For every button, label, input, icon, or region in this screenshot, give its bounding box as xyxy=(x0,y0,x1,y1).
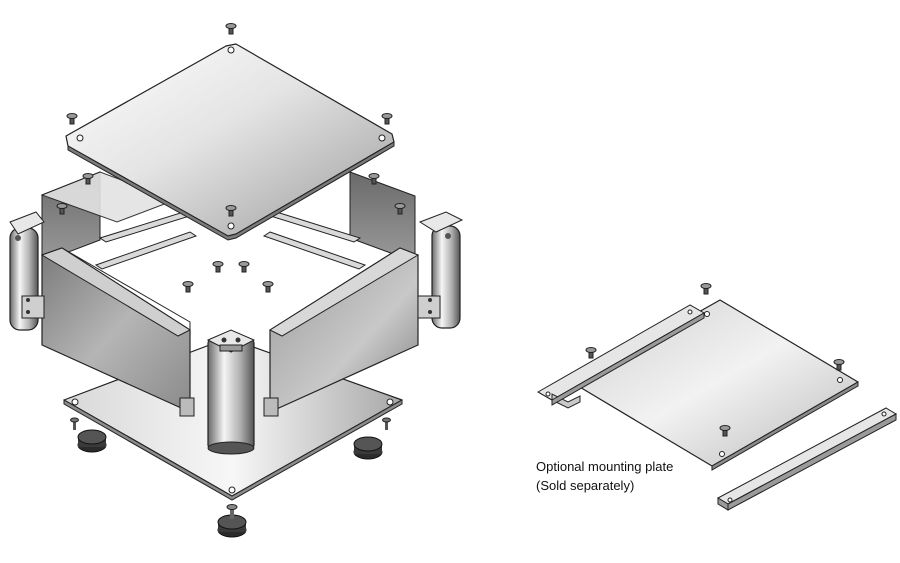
screw-frame-left xyxy=(56,203,68,215)
rear-frame xyxy=(40,171,416,270)
mounting-plate-screws xyxy=(585,283,845,437)
screw-base-1 xyxy=(212,261,224,273)
foot-right xyxy=(353,417,391,460)
mounting-bracket-right xyxy=(716,407,898,511)
screw-base-2 xyxy=(238,261,250,273)
corner-post-left xyxy=(9,211,45,331)
corner-post-front xyxy=(206,329,256,455)
screw-frame-right xyxy=(394,203,406,215)
screw-top-cover-left xyxy=(66,113,78,125)
feet xyxy=(70,417,391,538)
top-cover xyxy=(65,43,395,241)
plate-screw-3 xyxy=(833,359,845,371)
mounting-plate xyxy=(572,299,859,471)
front-panel-left xyxy=(40,247,195,417)
plate-screw-1 xyxy=(700,283,712,295)
screw-top-cover-right xyxy=(381,113,393,125)
screw-top-cover-back xyxy=(225,23,237,35)
screw-base-4 xyxy=(262,281,274,293)
screws xyxy=(56,23,406,293)
front-panel-right xyxy=(263,247,420,417)
caption-optional-mounting-plate: Optional mounting plate xyxy=(536,459,674,474)
caption-sold-separately: (Sold separately) xyxy=(536,478,635,493)
foot-front xyxy=(217,504,247,538)
foot-left xyxy=(70,417,107,453)
screw-frame-back-right xyxy=(368,173,380,185)
screw-base-3 xyxy=(182,281,194,293)
mounting-bracket-left xyxy=(536,304,706,409)
screw-frame-back-left xyxy=(82,173,94,185)
corner-post-right xyxy=(417,211,464,329)
plate-screw-2 xyxy=(585,347,597,359)
screw-top-cover-front xyxy=(225,205,237,217)
plate-screw-4 xyxy=(719,425,731,437)
